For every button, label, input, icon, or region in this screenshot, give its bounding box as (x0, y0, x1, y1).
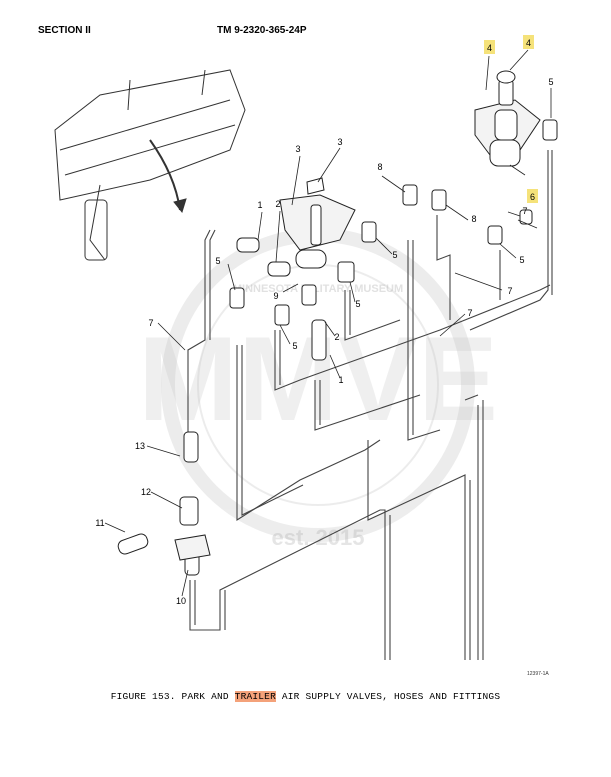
callout-label: 4 (526, 38, 531, 48)
caption-highlight: TRAILER (234, 691, 276, 702)
callout-label: 7 (467, 308, 472, 318)
callout-highlight (523, 35, 534, 49)
callout-highlight (484, 40, 495, 54)
watermark-ring-text: MINNESOTA MILITARY MUSEUM (233, 283, 403, 295)
callout-label: 11 (95, 518, 104, 528)
callout-label: 4 (487, 43, 492, 53)
callout-label: 5 (292, 341, 297, 351)
callout-label: 7 (522, 206, 527, 216)
watermark-est-text: est. 2015 (272, 525, 365, 550)
callout-label: 12 (141, 487, 151, 497)
callout-label: 3 (295, 144, 300, 154)
callout-label: 2 (334, 332, 339, 342)
callout-labels: 4 4 5 3 3 8 6 1 2 8 7 5 5 9 5 5 7 7 7 5 … (95, 35, 554, 606)
callout-highlight (527, 189, 538, 203)
callout-label: 6 (530, 192, 535, 202)
callout-label: 1 (338, 375, 343, 385)
callout-label: 3 (337, 137, 342, 147)
vehicle-locator-view (54, 69, 246, 261)
caption-suffix: AIR SUPPLY VALVES, HOSES AND FITTINGS (275, 691, 501, 702)
leader-lines (104, 49, 552, 597)
callout-label: 2 (275, 199, 280, 209)
callout-label: 8 (471, 214, 476, 224)
callout-label: 10 (176, 596, 186, 606)
callout-label: 5 (215, 256, 220, 266)
callout-label: 5 (519, 255, 524, 265)
fittings (117, 70, 558, 576)
callout-label: 7 (507, 286, 512, 296)
tubing-lines (187, 150, 553, 660)
callout-label: 13 (135, 441, 145, 451)
callout-label: 9 (273, 291, 278, 301)
callout-label: 5 (392, 250, 397, 260)
tm-number: TM 9-2320-365-24P (217, 25, 307, 36)
callout-label: 7 (148, 318, 153, 328)
section-label: SECTION II (38, 25, 91, 36)
figure-caption: FIGURE 153. PARK AND TRAILER AIR SUPPLY … (0, 691, 611, 702)
figure-id: 12397-1A (527, 671, 549, 677)
callout-label: 5 (548, 77, 553, 87)
callout-label: 5 (355, 299, 360, 309)
callout-label: 8 (377, 162, 382, 172)
callout-label: 1 (257, 200, 262, 210)
caption-prefix: FIGURE 153. PARK AND (110, 691, 235, 702)
